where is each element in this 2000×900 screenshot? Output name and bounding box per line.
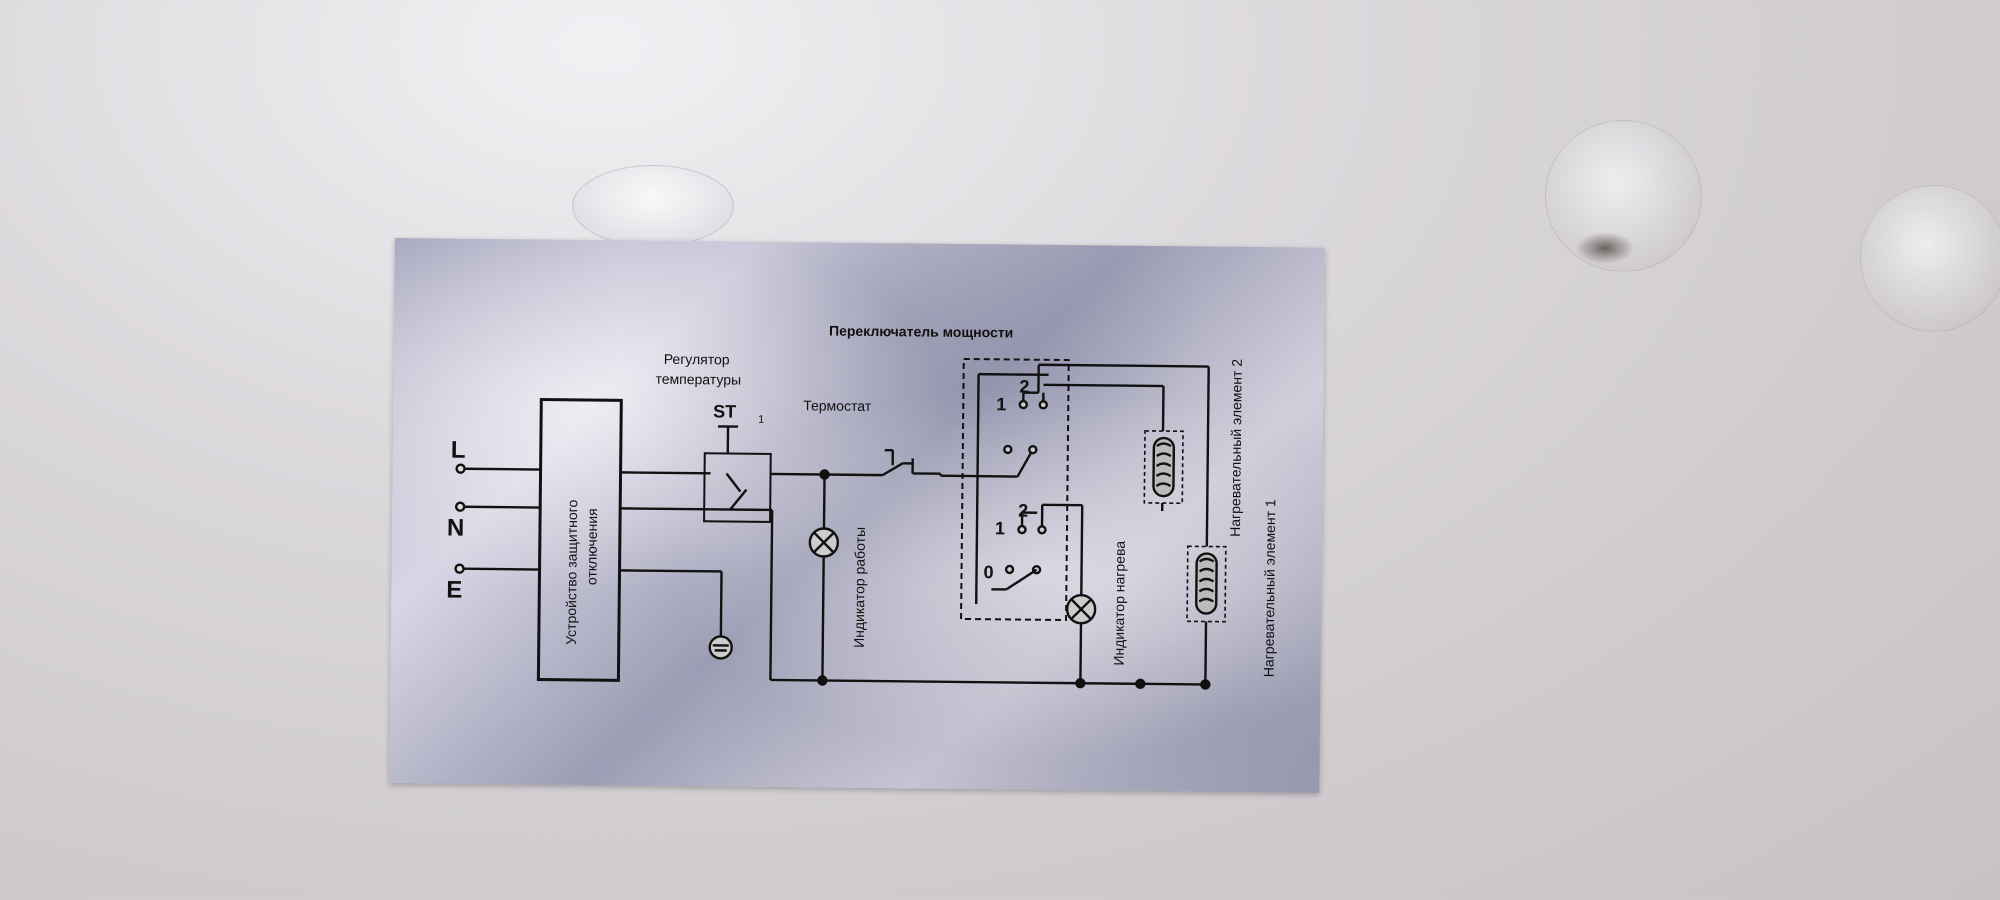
heater2-label: Нагревательный элемент 2 bbox=[1226, 358, 1245, 537]
regulator-label-line2: температуры bbox=[655, 370, 742, 388]
terminal-n: N bbox=[446, 514, 465, 542]
rcd-label-line2: отключения bbox=[583, 508, 601, 586]
terminal-e: E bbox=[446, 576, 463, 604]
switch-lower-pos2: 2 bbox=[1018, 500, 1029, 521]
st-label: ST bbox=[713, 401, 737, 422]
plastic-bump-left bbox=[572, 165, 734, 247]
dirt-spot bbox=[1575, 232, 1635, 264]
switch-upper-pos1: 1 bbox=[996, 394, 1007, 415]
terminal-l: L bbox=[450, 436, 466, 464]
work-indicator-label: Индикатор работы bbox=[850, 526, 868, 648]
switch-lower-pos1: 1 bbox=[994, 518, 1006, 539]
power-switch-title: Переключатель мощности bbox=[828, 322, 1014, 341]
st-index: 1 bbox=[758, 413, 765, 426]
regulator-label-line1: Регулятор bbox=[663, 350, 730, 368]
heat-indicator-label: Индикатор нагрева bbox=[1110, 540, 1128, 666]
power-switch-box bbox=[960, 357, 1070, 622]
wiring-label-plate: Переключатель мощности Регулятор темпера… bbox=[389, 238, 1325, 793]
rcd-label-line1: Устройство защитного bbox=[562, 499, 581, 645]
thermostat-label: Термостат bbox=[803, 397, 872, 414]
wiring-diagram bbox=[454, 357, 1227, 690]
switch-lower-pos0: 0 bbox=[983, 562, 994, 583]
rcd-box bbox=[536, 398, 623, 682]
plastic-bump-far-right bbox=[1860, 185, 2000, 332]
regulator-box bbox=[703, 452, 772, 523]
switch-upper-pos2: 2 bbox=[1019, 376, 1030, 397]
heater1-label: Нагревательный элемент 1 bbox=[1260, 499, 1279, 678]
